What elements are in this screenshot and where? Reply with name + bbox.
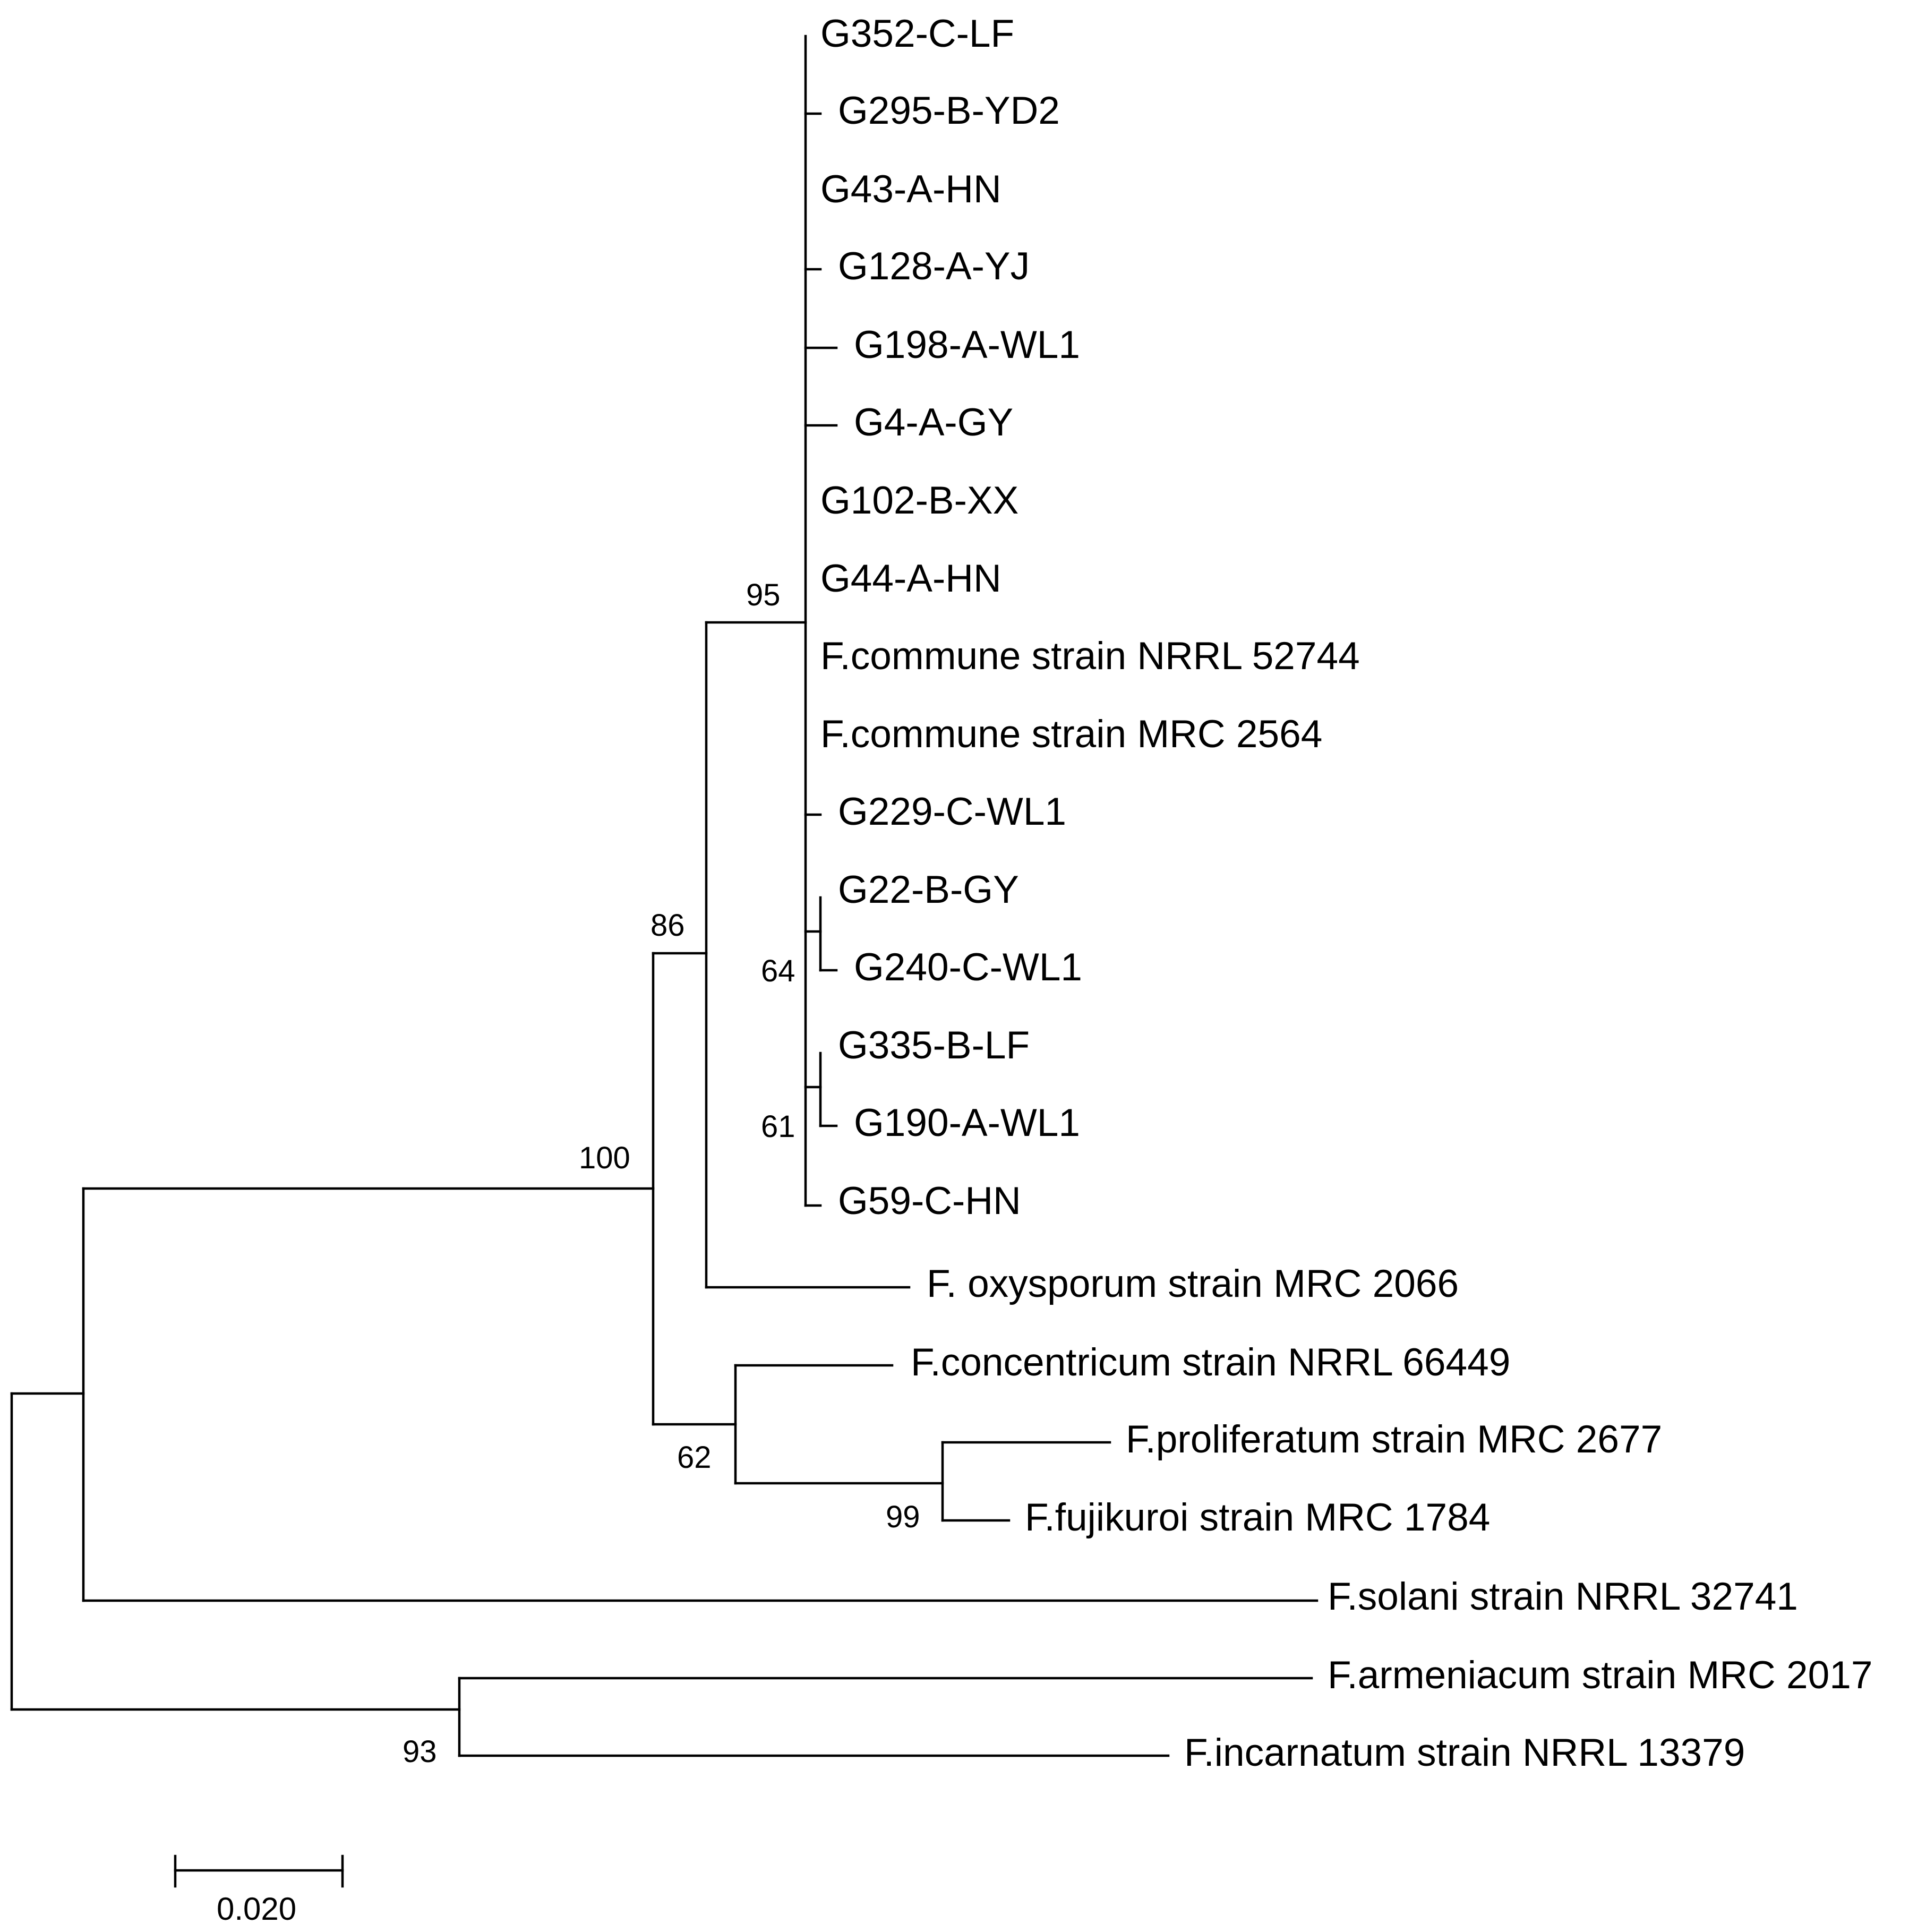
- support-value-93: 93: [403, 1734, 437, 1769]
- leaf-label-g102: G102-B-XX: [820, 479, 1018, 522]
- support-value-62: 62: [677, 1440, 712, 1475]
- leaf-label-commune-nrrl: F.commune strain NRRL 52744: [820, 635, 1360, 678]
- leaf-label-g240: G240-C-WL1: [854, 946, 1082, 989]
- leaf-label-commune-mrc: F.commune strain MRC 2564: [820, 713, 1322, 756]
- leaf-label-g352: G352-C-LF: [820, 12, 1014, 55]
- leaf-labels: G352-C-LF G295-B-YD2 G43-A-HN G128-A-YJ …: [820, 12, 1872, 1774]
- leaf-label-proliferatum: F.proliferatum strain MRC 2677: [1126, 1418, 1662, 1461]
- leaf-label-armeniacum: F.armeniacum strain MRC 2017: [1328, 1654, 1872, 1697]
- support-value-100: 100: [579, 1141, 630, 1175]
- scale-bar-label: 0.020: [217, 1891, 296, 1927]
- leaf-label-g229: G229-C-WL1: [838, 790, 1066, 833]
- support-values: 95 86 100 64 61 62 99 93: [403, 578, 920, 1769]
- leaf-label-g335: G335-B-LF: [838, 1024, 1030, 1067]
- support-value-95: 95: [746, 578, 781, 612]
- tree-branches: [10, 35, 1319, 1757]
- leaf-label-g44: G44-A-HN: [820, 557, 1001, 600]
- leaf-label-g4: G4-A-GY: [854, 401, 1013, 444]
- leaf-label-solani: F.solani strain NRRL 32741: [1328, 1575, 1798, 1618]
- leaf-label-g190: G190-A-WL1: [854, 1101, 1080, 1144]
- support-value-61: 61: [761, 1109, 795, 1144]
- leaf-label-g295: G295-B-YD2: [838, 89, 1060, 132]
- leaf-label-fujikuroi: F.fujikuroi strain MRC 1784: [1025, 1496, 1490, 1539]
- support-value-86: 86: [650, 908, 685, 943]
- leaf-label-g198: G198-A-WL1: [854, 323, 1080, 366]
- leaf-label-g22: G22-B-GY: [838, 868, 1019, 911]
- scale-bar: 0.020: [174, 1854, 344, 1927]
- leaf-label-incarnatum: F.incarnatum strain NRRL 13379: [1184, 1731, 1745, 1774]
- leaf-label-g59: G59-C-HN: [838, 1179, 1021, 1223]
- leaf-label-oxysporum: F. oxysporum strain MRC 2066: [927, 1262, 1459, 1305]
- support-value-64: 64: [761, 954, 795, 988]
- leaf-label-g43: G43-A-HN: [820, 168, 1001, 211]
- leaf-label-concentricum: F.concentricum strain NRRL 66449: [911, 1341, 1510, 1384]
- leaf-label-g128: G128-A-YJ: [838, 245, 1030, 288]
- support-value-99: 99: [886, 1500, 920, 1534]
